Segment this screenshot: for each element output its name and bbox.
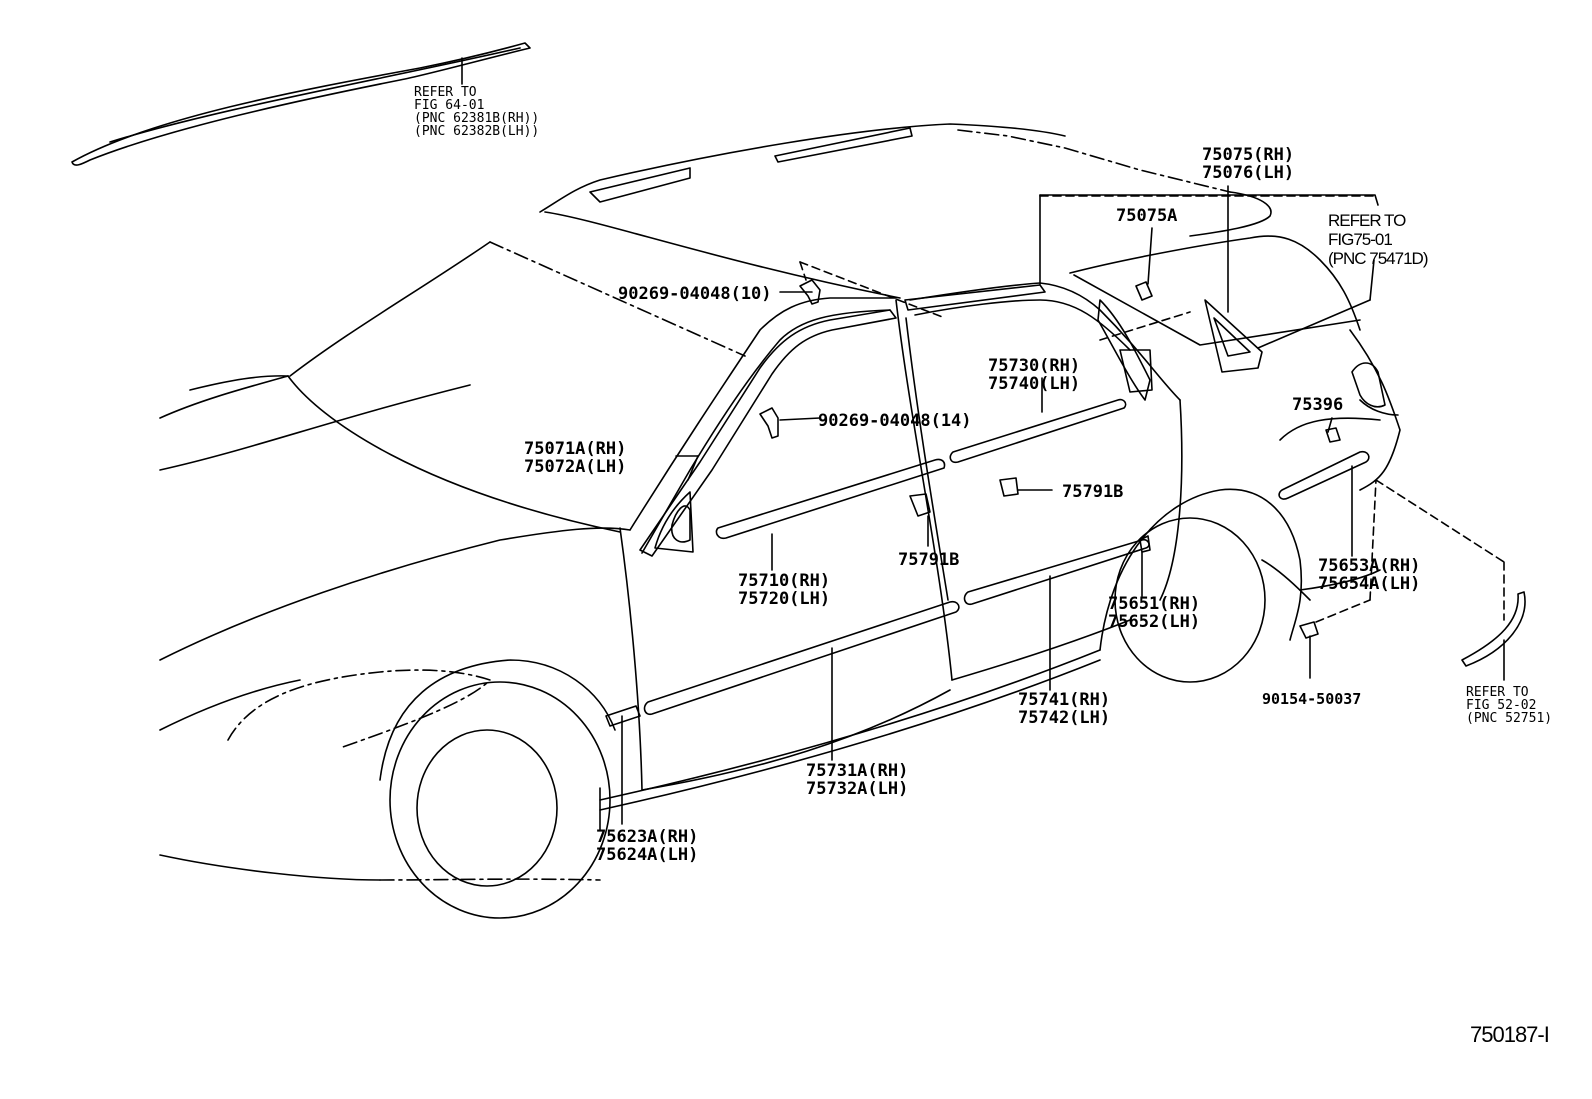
part-label-75075a: 75075A: [1116, 206, 1178, 226]
dashed-reference-lines: [799, 195, 1505, 623]
leader-lines: [621, 185, 1505, 825]
car-body-drawing: [159, 123, 1401, 919]
part-label-75741: 75741(RH) 75742(LH): [1018, 690, 1111, 728]
part-label-75623a: 75623A(RH) 75624A(LH): [596, 827, 699, 865]
part-label-75791b-front: 75791B: [898, 550, 960, 570]
part-label-75075: 75075(RH) 75076(LH): [1202, 145, 1295, 183]
part-label-75651: 75651(RH) 75652(LH): [1108, 594, 1201, 632]
ref-mudguard-note: REFER TO FIG 52-02 (PNC 52751): [1466, 685, 1553, 726]
part-label-75730: 75730(RH) 75740(LH): [988, 356, 1081, 394]
part-label-75071a: 75071A(RH) 75072A(LH): [524, 439, 627, 477]
drawing-number: 750187-I: [1470, 1022, 1550, 1047]
part-label-90269-04048-10: 90269-04048(10): [618, 284, 772, 304]
part-label-75396: 75396: [1292, 395, 1344, 415]
part-label-90154-50037: 90154-50037: [1262, 690, 1362, 708]
part-label-90269-04048-14: 90269-04048(14): [818, 411, 972, 431]
ref-quarter-window-note: REFER TO FIG75-01 (PNC 75471D): [1328, 211, 1428, 268]
ref-roof-rail-note: REFER TO FIG 64-01 (PNC 62381B(RH)) (PNC…: [414, 85, 540, 139]
part-label-75791b-rear: 75791B: [1062, 482, 1124, 502]
roof-rail-drawing: [71, 42, 531, 166]
part-label-75731a: 75731A(RH) 75732A(LH): [806, 761, 909, 799]
part-label-75653a: 75653A(RH) 75654A(LH): [1318, 556, 1421, 594]
part-label-75710: 75710(RH) 75720(LH): [738, 571, 831, 609]
mouldings-drawing: [605, 279, 1526, 727]
